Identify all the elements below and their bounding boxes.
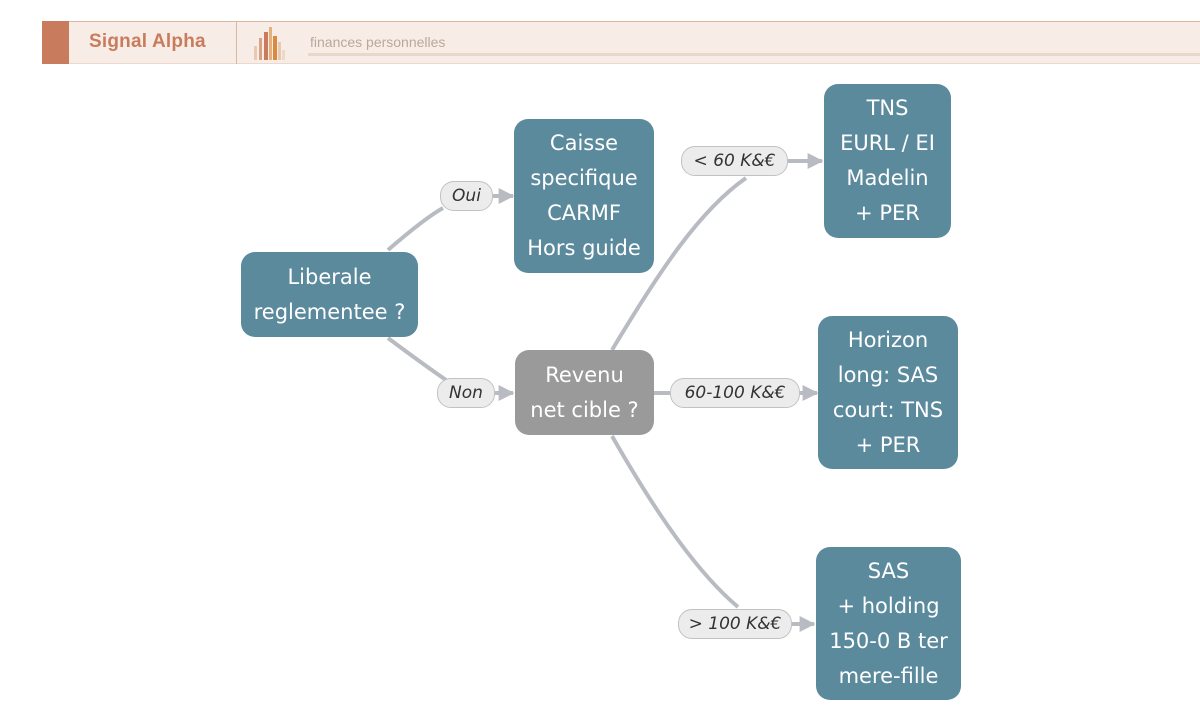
node-revenu-net-cible: Revenu net cible ? xyxy=(515,350,654,435)
node-line: Liberale xyxy=(287,264,372,289)
edge-liberale-revenu xyxy=(386,336,448,382)
edge-label-60-100: 60-100 K&€ xyxy=(670,378,800,408)
node-line: long: SAS xyxy=(837,362,939,387)
edge-label-gt100: > 100 K&€ xyxy=(678,609,792,639)
node-sas-holding: SAS + holding 150-0 B ter mere-fille xyxy=(816,547,961,700)
node-line: Caisse xyxy=(549,131,619,155)
node-line: net cible ? xyxy=(530,397,639,422)
node-caisse-specifique: Caisse specifique CARMF Hors guide xyxy=(514,119,654,273)
node-line: + PER xyxy=(855,201,920,225)
edge-revenu-sas xyxy=(610,435,740,609)
node-line: 150-0 B ter xyxy=(829,628,948,653)
edge-liberale-caisse xyxy=(386,206,444,252)
node-line: reglementee ? xyxy=(253,299,406,324)
edge-label-non: Non xyxy=(437,378,495,408)
edge-label-lt60: < 60 K&€ xyxy=(681,146,788,176)
brand-color-block xyxy=(42,21,69,64)
bar-chart-logo-icon xyxy=(254,27,285,60)
node-line: mere-fille xyxy=(838,663,939,688)
node-horizon: Horizon long: SAS court: TNS + PER xyxy=(818,316,958,469)
node-line: + PER xyxy=(855,432,921,457)
node-line: Madelin xyxy=(846,166,929,190)
brand-title[interactable]: Signal Alpha xyxy=(89,31,206,52)
edge-label-oui: Oui xyxy=(440,181,493,211)
node-line: CARMF xyxy=(547,201,621,225)
node-line: Horizon xyxy=(847,327,929,352)
app-header: Signal Alpha finances personnelles xyxy=(42,21,1200,64)
node-line: Revenu xyxy=(545,362,624,387)
node-line: SAS xyxy=(867,558,910,583)
node-line: court: TNS xyxy=(832,397,944,422)
header-subtitle: finances personnelles xyxy=(310,34,446,50)
header-divider xyxy=(236,22,237,64)
node-line: + holding xyxy=(837,593,940,618)
edge-revenu-tns xyxy=(610,176,748,352)
node-liberale-reglementee: Liberale reglementee ? xyxy=(241,252,418,337)
node-line: TNS xyxy=(866,96,909,120)
subtitle-rule xyxy=(308,53,1200,56)
node-line: Hors guide xyxy=(527,236,641,260)
node-line: EURL / EI xyxy=(840,131,935,155)
node-tns-eurl: TNS EURL / EI Madelin + PER xyxy=(824,84,951,238)
node-line: specifique xyxy=(530,166,638,190)
